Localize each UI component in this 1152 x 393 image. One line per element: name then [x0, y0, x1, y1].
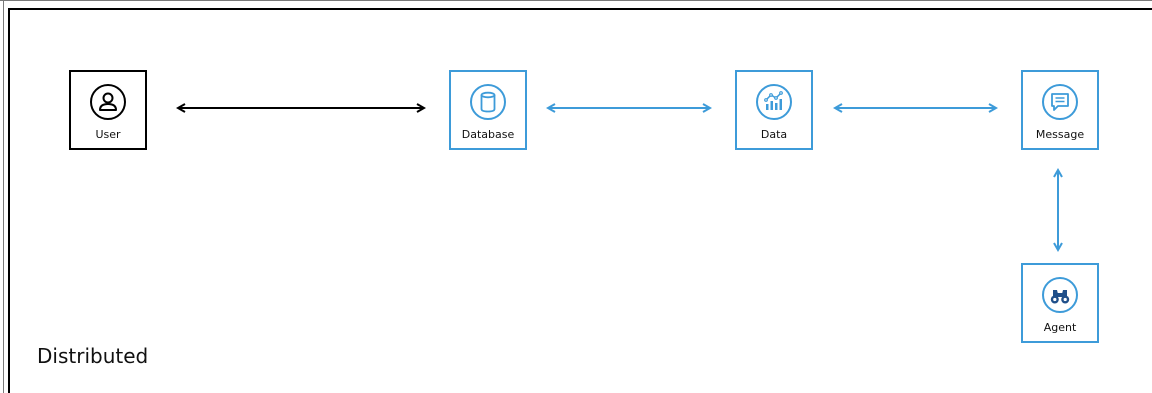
- node-user-label: User: [95, 128, 121, 141]
- node-message[interactable]: Message: [1021, 70, 1099, 150]
- diagram-frame: [8, 8, 1152, 393]
- frame-top-rule: [0, 0, 1152, 1]
- node-message-label: Message: [1035, 128, 1085, 141]
- user-icon: [89, 83, 127, 121]
- diagram-caption: Distributed: [37, 344, 149, 368]
- node-data-label: Data: [760, 128, 788, 141]
- frame-left-rule: [3, 0, 4, 393]
- analytics-chart-icon: [755, 83, 793, 121]
- node-user[interactable]: User: [69, 70, 147, 150]
- node-agent-label: Agent: [1043, 321, 1077, 334]
- database-icon: [469, 83, 507, 121]
- node-data[interactable]: Data: [735, 70, 813, 150]
- node-database[interactable]: Database: [449, 70, 527, 150]
- binoculars-icon: [1041, 276, 1079, 314]
- message-icon: [1041, 83, 1079, 121]
- node-database-label: Database: [461, 128, 515, 141]
- node-agent[interactable]: Agent: [1021, 263, 1099, 343]
